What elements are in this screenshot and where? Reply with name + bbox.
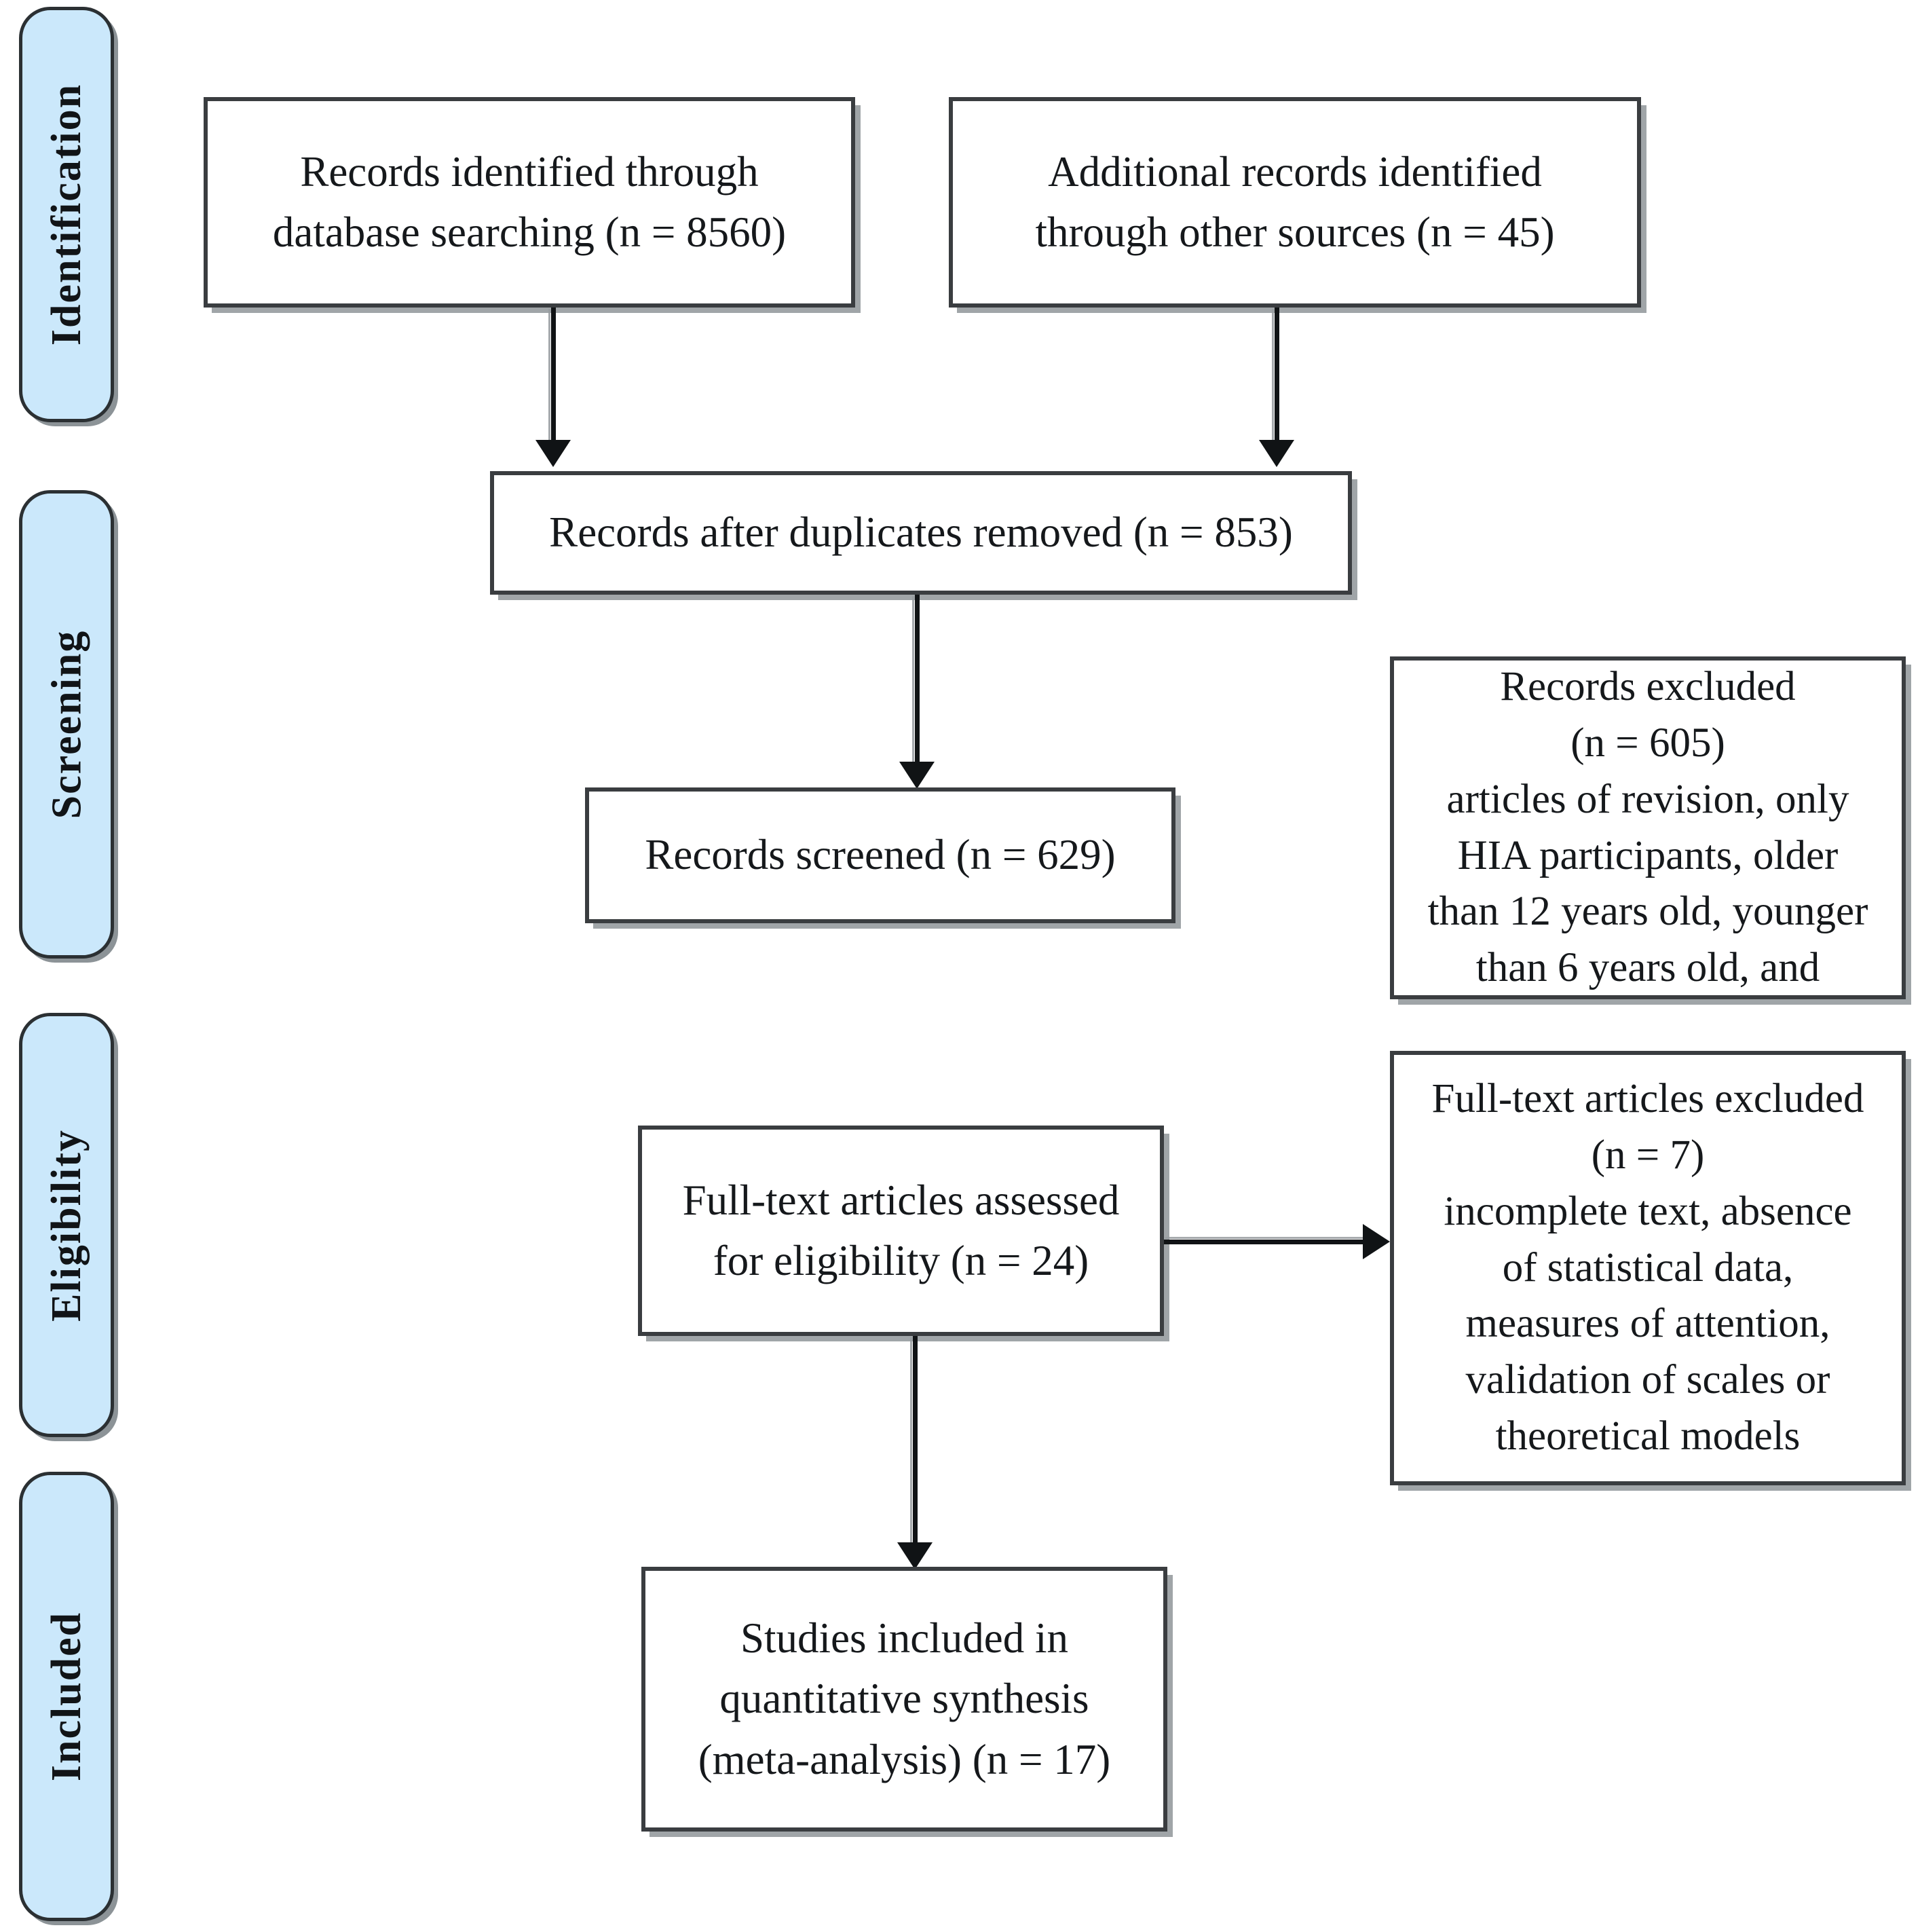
box-fulltext-excluded-text: Full-text articles excluded (n = 7) inco… [1431,1075,1864,1460]
stage-label-included: Included [43,1611,90,1782]
arrow-assessed-to-fulltext-excluded [1164,1240,1368,1244]
stage-label-identification: Identification [43,83,90,346]
arrow-other-to-duplicates-head [1259,440,1294,467]
box-records-excluded-text: Records excluded (n = 605) articles of r… [1427,663,1868,991]
box-records-excluded: Records excluded (n = 605) articles of r… [1390,656,1906,999]
box-fulltext-assessed: Full-text articles assessed for eligibil… [638,1126,1164,1336]
arrow-assessed-to-fulltext-excluded-head [1363,1224,1390,1259]
box-fulltext-excluded: Full-text articles excluded (n = 7) inco… [1390,1051,1906,1485]
arrow-duplicates-to-screened-head [899,762,935,789]
arrow-db-to-duplicates-head [535,440,571,467]
box-records-identified-database: Records identified through database sear… [204,97,855,308]
box-studies-included: Studies included in quantitative synthes… [641,1567,1167,1832]
box-additional-records-other-sources-text: Additional records identified through ot… [1035,147,1555,256]
box-fulltext-assessed-text: Full-text articles assessed for eligibil… [682,1176,1120,1284]
stage-pill-identification: Identification [19,7,114,422]
stage-pill-screening: Screening [19,490,114,959]
box-records-screened-text: Records screened (n = 629) [645,831,1116,879]
arrow-assessed-to-included [913,1336,918,1553]
arrow-duplicates-to-screened [915,595,920,771]
stage-label-eligibility: Eligibility [43,1128,90,1322]
arrow-assessed-to-included-head [897,1542,933,1569]
arrow-other-to-duplicates [1275,308,1279,450]
box-records-identified-database-text: Records identified through database sear… [272,147,787,256]
box-records-after-duplicates: Records after duplicates removed (n = 85… [490,471,1352,595]
box-records-screened: Records screened (n = 629) [585,787,1175,923]
box-studies-included-text: Studies included in quantitative synthes… [698,1614,1111,1783]
stage-pill-eligibility: Eligibility [19,1013,114,1437]
stage-label-screening: Screening [43,629,90,819]
arrow-db-to-duplicates [551,308,556,450]
stage-pill-included: Included [19,1472,114,1921]
box-additional-records-other-sources: Additional records identified through ot… [949,97,1641,308]
box-records-after-duplicates-text: Records after duplicates removed (n = 85… [549,508,1293,557]
